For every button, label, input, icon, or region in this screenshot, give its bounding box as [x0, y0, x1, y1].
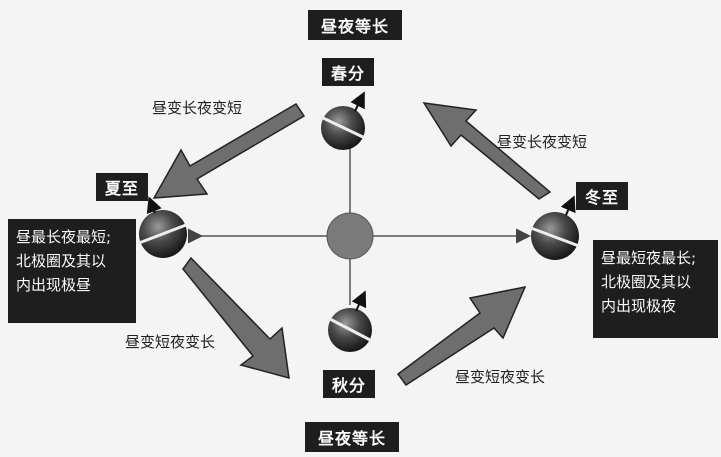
summer-solstice-box: 夏至 — [96, 173, 148, 201]
winter-solstice-description: 昼最短夜最长; 北极圈及其以 内出现极夜 — [593, 240, 718, 338]
summer-solstice-description: 昼最长夜最短; 北极圈及其以 内出现极昼 — [8, 219, 136, 323]
winter-solstice-box: 冬至 — [576, 182, 628, 210]
earth-summer-icon — [139, 200, 187, 258]
sun-icon — [327, 213, 373, 259]
arrow-spring-to-summer — [154, 104, 304, 198]
arrow-winter-to-spring-label: 昼变长夜变短 — [497, 131, 587, 152]
arrow-spring-to-summer-label: 昼变长夜变短 — [152, 97, 242, 118]
equal-day-night-bottom-box: 昼夜等长 — [305, 422, 399, 452]
equal-day-night-top-box: 昼夜等长 — [308, 10, 402, 40]
spring-equinox-box: 春分 — [322, 58, 374, 86]
earth-spring-icon — [321, 95, 365, 150]
arrow-summer-to-autumn-label: 昼变短夜变长 — [125, 331, 215, 352]
arrow-summer-to-autumn — [183, 258, 289, 378]
autumn-equinox-box: 秋分 — [323, 370, 375, 398]
arrow-autumn-to-winter-label: 昼变短夜变长 — [455, 366, 545, 387]
earth-winter-icon — [531, 199, 579, 260]
